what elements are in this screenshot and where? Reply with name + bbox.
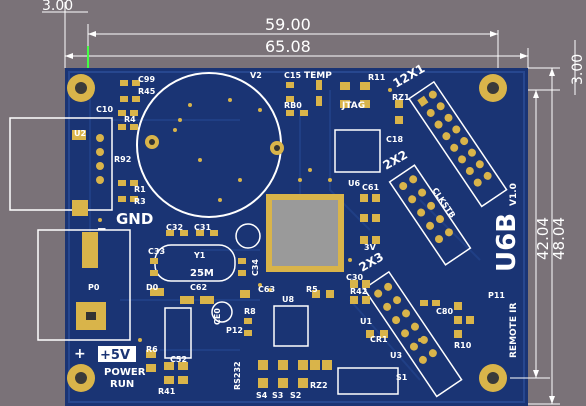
- ref-u1: U1: [360, 317, 372, 326]
- ref-rz1: RZ1: [392, 93, 410, 102]
- ref-r41: R41: [158, 387, 176, 396]
- gnd-minus: _: [98, 212, 106, 230]
- mount-hole-tl: [67, 74, 95, 102]
- rs232-label: RS232: [233, 361, 242, 390]
- crystal-label: 25M: [190, 268, 214, 279]
- switch-s1: [337, 367, 399, 395]
- power-label-bg: [98, 346, 136, 362]
- cap-outline: [235, 223, 261, 249]
- ref-r5: R5: [306, 285, 318, 294]
- ref-d0: D0: [146, 283, 159, 292]
- vias: [98, 88, 422, 342]
- ref-p0: P0: [88, 283, 100, 292]
- ref-s3: S3: [272, 391, 283, 400]
- dim-outer-width: 65.08: [265, 37, 311, 56]
- ref-s4: S4: [256, 391, 268, 400]
- temp-label: TEMP: [304, 71, 332, 81]
- board-edge: [68, 71, 525, 403]
- mount-hole-br: [479, 364, 507, 392]
- ref-r4: R4: [124, 115, 136, 124]
- ref-c34: C34: [251, 259, 260, 276]
- ref-c80: C80: [436, 307, 453, 316]
- header-2x2: [388, 164, 472, 266]
- ref-r6: R6: [146, 345, 158, 354]
- power-label: +5V: [100, 348, 130, 363]
- board-version: V1.0: [509, 183, 519, 206]
- mount-hole-tr: [479, 74, 507, 102]
- ref-c15: C15: [284, 71, 301, 80]
- jtag-label: JTAG: [341, 101, 365, 111]
- plus-sign: +: [74, 346, 86, 362]
- ref-v2: V2: [250, 71, 262, 80]
- ref-u6: U6: [348, 179, 360, 188]
- ref-r11: R11: [368, 73, 386, 82]
- dimension-lines: [42, 2, 576, 405]
- ref-r45: R45: [138, 87, 156, 96]
- dim-outer-height: 48.04: [550, 217, 568, 260]
- usb-outline: [9, 117, 113, 211]
- ref-c61: C61: [362, 183, 379, 192]
- ref-c33: C33: [148, 247, 165, 256]
- dim-inner-height: 42.04: [534, 217, 552, 260]
- dim-inner-width: 59.00: [265, 15, 311, 34]
- ref-c18: C18: [386, 135, 403, 144]
- ref-u8: U8: [282, 295, 294, 304]
- ref-p11: P11: [488, 291, 505, 300]
- ref-c31: C31: [194, 223, 211, 232]
- jack-pin: [82, 232, 98, 268]
- ref-s2: S2: [290, 391, 301, 400]
- ref-y1: Y1: [193, 251, 206, 260]
- ref-r1: R1: [134, 185, 146, 194]
- ref-c30: C30: [346, 273, 363, 282]
- ic-u8: [273, 305, 309, 347]
- ce0-outline: [211, 301, 233, 323]
- ref-r8: R8: [244, 307, 256, 316]
- ic-u6: [334, 129, 381, 173]
- ref-rb0: RB0: [284, 101, 302, 110]
- ref-r10: R10: [454, 341, 472, 350]
- power-jack-outline: [37, 229, 131, 341]
- ref-c63: C63: [258, 285, 275, 294]
- ref-u3: U3: [390, 351, 402, 360]
- ic-u2: [164, 307, 192, 359]
- power-text: POWER: [104, 367, 146, 378]
- header-12x1: [407, 80, 508, 208]
- mount-hole-bl: [67, 364, 95, 392]
- ref-rz2: RZ2: [310, 381, 328, 390]
- ref-c32: C32: [166, 223, 183, 232]
- ref-cr1: CR1: [370, 335, 388, 344]
- ref-c52: C52: [170, 355, 187, 364]
- dim-offset-left: 3.00: [42, 0, 73, 14]
- usb-pads: [72, 130, 104, 216]
- ref-c62: C62: [190, 283, 207, 292]
- run-text: RUN: [110, 379, 134, 390]
- ref-r42: R42: [350, 287, 367, 296]
- ref-u2-usb: U2: [74, 129, 86, 138]
- smd-pads: [118, 80, 474, 388]
- ref-s1: S1: [396, 373, 408, 382]
- board-name: U6B: [492, 213, 522, 272]
- cpu-chip: [272, 200, 338, 266]
- ref-r3: R3: [134, 197, 146, 206]
- header-2x3: [362, 270, 463, 398]
- remote-label: REMOTE IR: [509, 303, 519, 358]
- ref-c99: C99: [138, 75, 155, 84]
- dim-offset-right: 3.00: [570, 54, 586, 85]
- ref-c10: C10: [96, 105, 113, 114]
- dimension-arrows: [65, 31, 555, 404]
- ref-p12: P12: [226, 326, 243, 335]
- ref-r92: R92: [114, 155, 131, 164]
- gnd-label: GND: [116, 210, 153, 228]
- voltage-label: 3V: [364, 243, 377, 252]
- ref-ce0: CE0: [213, 308, 222, 325]
